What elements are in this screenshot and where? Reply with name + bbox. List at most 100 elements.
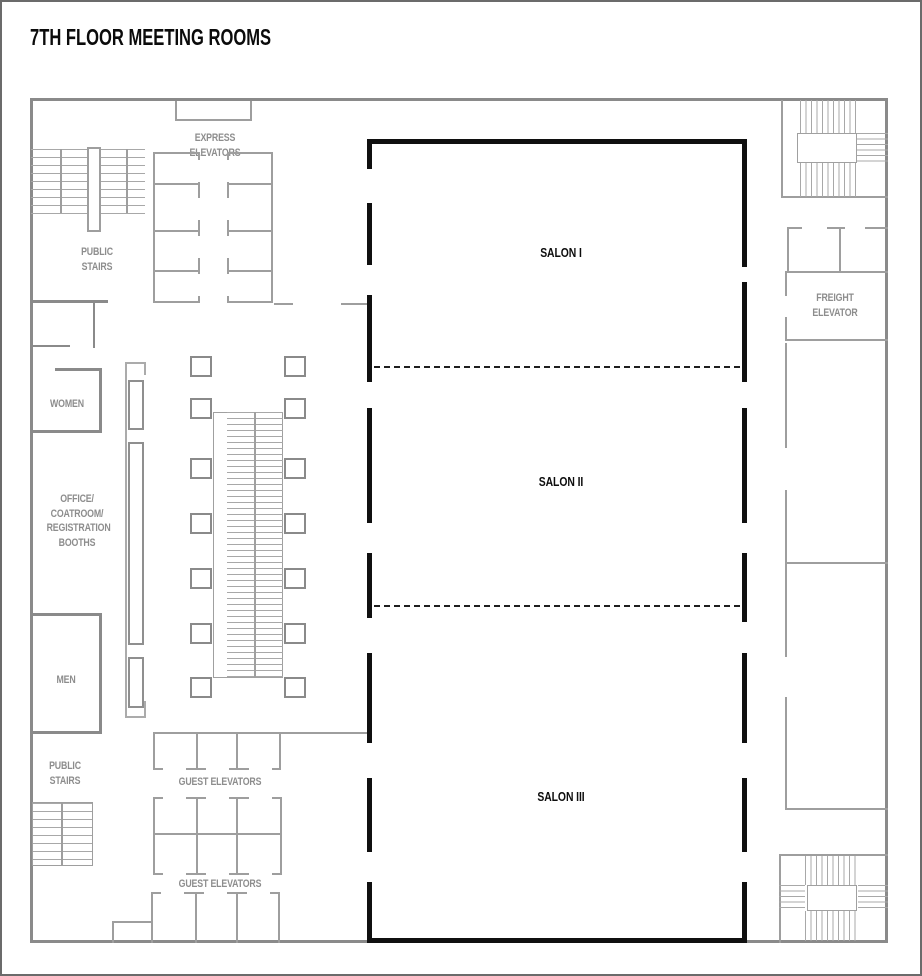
- guest-bank-shaft-wall: [196, 797, 198, 875]
- bottom-right-stair-treads: [858, 885, 888, 911]
- salon-wall-right-segment: [742, 408, 747, 523]
- guest-bank-shaft-wall: [195, 892, 197, 943]
- salon-wall-top: [367, 139, 747, 144]
- right-room-wall: [785, 271, 888, 273]
- bottom-right-stair-landing: [807, 885, 857, 911]
- women-room-wall-top: [55, 368, 102, 371]
- express-bank-shaft-divider: [227, 230, 273, 232]
- central-stair-centerline: [254, 412, 256, 678]
- salon-wall-bottom: [367, 938, 747, 943]
- top-right-stair-treads: [800, 163, 856, 197]
- express-bank-shaft-divider: [227, 183, 273, 185]
- salon-wall-right-segment: [742, 778, 747, 852]
- column-square: [284, 568, 306, 589]
- bottom-right-stair-treads: [779, 885, 805, 911]
- guest-bank-top-wall: [153, 732, 368, 734]
- column-square: [190, 513, 212, 534]
- vestibule-wall: [30, 345, 70, 347]
- counter-outline-stub: [144, 701, 146, 717]
- page-title: 7TH FLOOR MEETING ROOMS: [30, 24, 272, 50]
- express-bank-door-edge: [198, 152, 200, 303]
- right-room-wall: [785, 562, 787, 657]
- salon-wall-right-segment: [742, 139, 747, 267]
- express-bank-right-column: [227, 152, 273, 303]
- counter-outline: [125, 362, 127, 718]
- vestibule-wall: [30, 300, 108, 303]
- top-right-stairwell-wall: [781, 196, 888, 198]
- bottom-left-stairs-divider: [61, 802, 63, 866]
- guest-bank-door-edge: [153, 768, 281, 770]
- freight-elevator-wall: [785, 339, 888, 341]
- counter-booth: [128, 442, 144, 645]
- guest-elevators-upper-label: GUEST ELEVATORS: [178, 776, 262, 788]
- men-room-label: MEN: [56, 674, 76, 686]
- column-square: [190, 356, 212, 377]
- bottom-right-stairwell-wall: [779, 854, 888, 856]
- salon-wall-left-segment: [367, 882, 372, 943]
- counter-booth: [128, 380, 144, 430]
- bottom-right-stair-treads: [805, 911, 858, 941]
- guest-bank-shaft-wall: [280, 797, 282, 875]
- column-square: [284, 677, 306, 698]
- public-stairs-top-label: PUBLIC STAIRS: [81, 246, 113, 273]
- counter-outline-cap: [125, 362, 146, 364]
- column-square: [190, 623, 212, 644]
- salon-2-label: SALON II: [538, 474, 584, 489]
- men-room-wall-bottom: [30, 731, 102, 734]
- salon-partition-1: [374, 366, 740, 368]
- column-square: [284, 356, 306, 377]
- guest-bank-shaft-wall: [196, 732, 198, 770]
- guest-bank-shaft-wall: [153, 732, 155, 770]
- guest-bank-shaft-wall: [153, 797, 155, 875]
- public-stairs-bottom-label: PUBLIC STAIRS: [49, 760, 81, 787]
- salon-wall-right-segment: [742, 553, 747, 622]
- bottom-right-stair-treads: [805, 856, 858, 885]
- salon-wall-left-segment: [367, 139, 372, 169]
- top-left-stairs-landing: [87, 147, 101, 232]
- service-closet: [112, 921, 153, 943]
- column-square: [190, 458, 212, 479]
- salon-wall-left-segment: [367, 203, 372, 265]
- men-room-wall-top: [30, 613, 102, 616]
- guest-elevators-lower-label: GUEST ELEVATORS: [178, 878, 262, 890]
- express-lobby-bump: [175, 101, 252, 121]
- top-right-stairwell-wall: [781, 100, 783, 198]
- salon-wall-right-segment: [742, 282, 747, 382]
- salon-partition-2: [374, 605, 740, 607]
- right-room-wall: [785, 343, 787, 448]
- salon-3-label: SALON III: [537, 789, 585, 804]
- salon-1-label: SALON I: [540, 245, 582, 260]
- salon-wall-left-segment: [367, 653, 372, 743]
- guest-bank-middle-wall: [153, 833, 282, 835]
- guest-bank-door-edge: [153, 873, 282, 875]
- guest-bank-shaft-wall: [236, 892, 238, 943]
- office-coatroom-label: OFFICE/ COATROOM/ REGISTRATION BOOTHS: [46, 493, 111, 549]
- right-room-divider: [785, 808, 888, 810]
- right-room-wall: [827, 227, 845, 229]
- top-right-stair-treads: [856, 133, 888, 163]
- express-bank-shaft-divider: [153, 183, 200, 185]
- freight-elevator-label: FREIGHT ELEVATOR: [812, 292, 858, 319]
- counter-outline-cap: [125, 716, 146, 718]
- guest-bank-shaft-wall: [279, 732, 281, 770]
- corridor-wall: [341, 303, 367, 305]
- column-square: [284, 398, 306, 419]
- corridor-wall: [274, 303, 293, 305]
- counter-booth: [128, 657, 144, 708]
- right-room-wall: [787, 227, 802, 229]
- right-room-wall: [785, 697, 787, 809]
- counter-outline-stub: [144, 362, 146, 375]
- top-left-stairs-divider: [60, 149, 62, 213]
- salon-wall-left-segment: [367, 778, 372, 852]
- vestibule-wall-stub: [93, 300, 95, 348]
- right-room-wall: [865, 227, 888, 229]
- salon-wall-right-segment: [742, 882, 747, 943]
- guest-bank-shaft-wall: [236, 732, 238, 770]
- top-right-stair-treads: [800, 100, 856, 133]
- right-room-wall: [787, 227, 789, 273]
- salon-wall-left-segment: [367, 553, 372, 618]
- right-room-wall: [785, 490, 787, 564]
- women-room-wall-right: [99, 368, 102, 433]
